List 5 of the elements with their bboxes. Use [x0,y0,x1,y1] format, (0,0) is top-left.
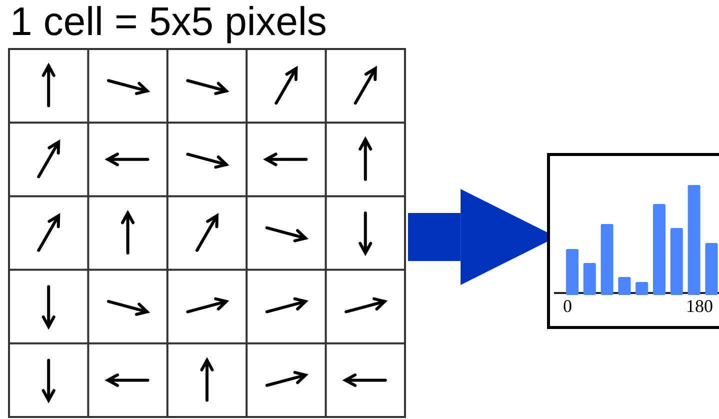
cell-grid [8,48,406,418]
histogram-panel [547,153,719,329]
title: 1 cell = 5x5 pixels [10,0,327,46]
axis-tick-label: 0 [563,296,572,316]
axis-tick-label: 180 [686,296,713,316]
